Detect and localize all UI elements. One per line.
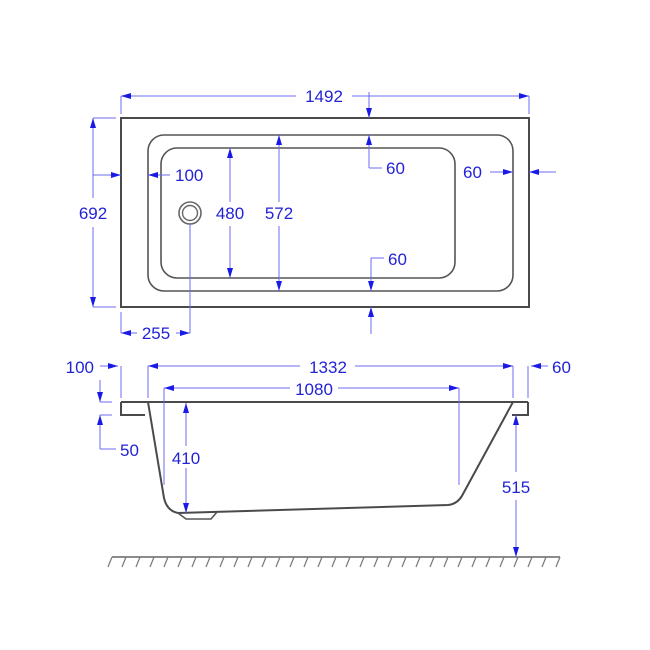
dim-label-side-100: 100 <box>66 358 94 377</box>
bath-outer-outline <box>120 117 530 308</box>
right-rim-lip <box>512 402 529 416</box>
dim-label-60-bottom: 60 <box>388 250 407 269</box>
dim-side-rim-right: 60 <box>527 358 571 398</box>
dim-top-length: 1332 <box>147 358 514 398</box>
dim-label-60-top: 60 <box>386 159 405 178</box>
dim-inner-depth: 410 <box>172 403 200 513</box>
bath-rim-inner-outline <box>147 134 514 292</box>
bath-bowl-outline <box>160 147 456 279</box>
dim-overall-width: 692 <box>79 117 116 308</box>
dim-label-1492: 1492 <box>305 87 343 106</box>
left-rim-lip <box>120 402 145 416</box>
dim-label-692: 692 <box>79 204 107 223</box>
dim-side-rim-left: 100 <box>66 358 122 398</box>
dim-inner-width: 480 <box>216 148 244 278</box>
dim-rim-bottom: 60 <box>368 250 407 334</box>
dim-label-1080: 1080 <box>295 380 333 399</box>
side-view: 100 1332 1080 50 <box>66 358 571 568</box>
dim-label-255: 255 <box>142 324 170 343</box>
dim-label-60-right: 60 <box>463 163 482 182</box>
dim-rim-right: 60 <box>463 163 556 182</box>
plan-view: 1492 692 100 480 572 <box>79 87 556 343</box>
dim-label-480: 480 <box>216 204 244 223</box>
dim-label-side-60: 60 <box>552 358 571 377</box>
dim-rim-top: 60 <box>366 92 405 178</box>
dim-bowl-width: 572 <box>265 135 293 291</box>
dim-label-1332: 1332 <box>309 358 347 377</box>
bath-body-profile <box>147 401 514 515</box>
dim-rim-left: 100 <box>93 166 203 185</box>
dim-label-515: 515 <box>502 478 530 497</box>
dim-overall-length: 1492 <box>120 87 530 114</box>
bath-foot <box>177 511 218 520</box>
dim-overall-height: 515 <box>502 415 530 557</box>
dim-label-100: 100 <box>175 166 203 185</box>
dim-label-410: 410 <box>172 449 200 468</box>
floor-ground-line <box>107 556 561 568</box>
waste-drain-icon <box>178 201 202 225</box>
dim-bottom-length: 1080 <box>163 380 460 485</box>
dim-label-572: 572 <box>265 204 293 223</box>
dim-rim-thickness: 50 <box>97 380 139 460</box>
dim-waste-offset: 255 <box>120 224 191 343</box>
dim-label-50: 50 <box>120 441 139 460</box>
